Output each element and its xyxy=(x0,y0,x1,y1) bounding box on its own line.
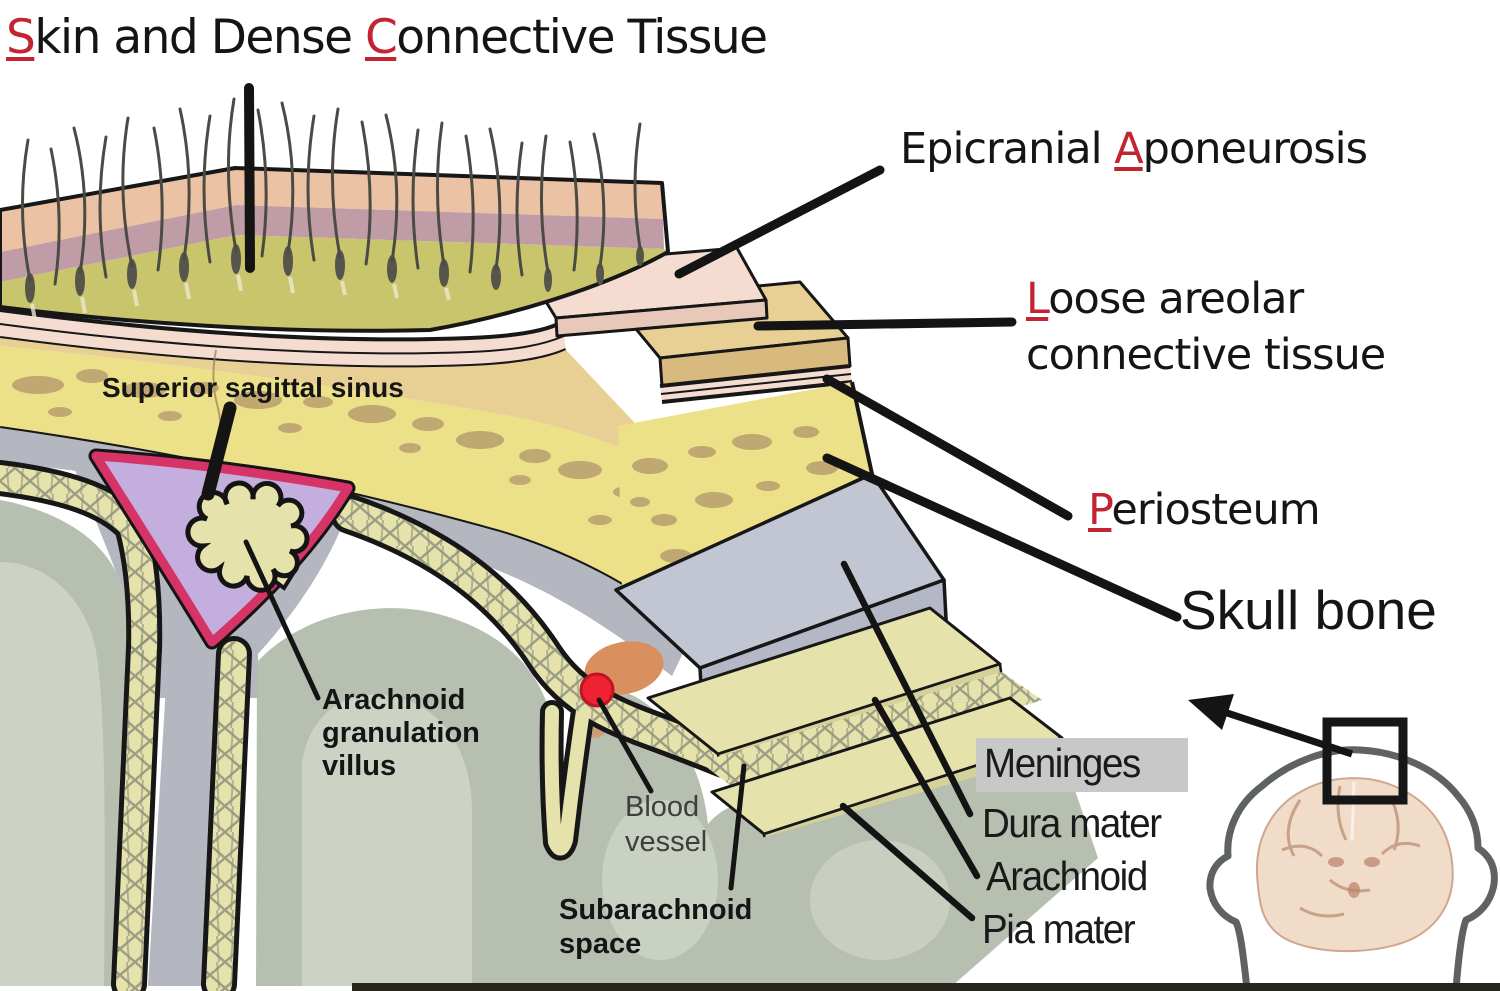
label-pia-mater: Pia mater xyxy=(982,906,1136,952)
staircase-layers xyxy=(0,97,1098,986)
leader-pia xyxy=(839,802,976,922)
leader-dura xyxy=(840,560,974,818)
leader-sinus xyxy=(201,401,237,501)
inset-focus-box xyxy=(1322,717,1408,805)
label-arachnoid: Arachnoid xyxy=(986,853,1148,899)
brain-coronal-section xyxy=(1256,777,1454,953)
follicle-shafts xyxy=(30,274,451,321)
diploe-spots xyxy=(12,369,680,558)
leader-epicranial xyxy=(674,165,885,279)
hair-follicles xyxy=(25,244,644,303)
label-superior-sagittal-sinus: Superior sagittal sinus xyxy=(102,372,404,403)
label-dura-mater: Dura mater xyxy=(982,800,1162,846)
mnemonic-p: P xyxy=(1088,485,1112,535)
gyrus-highlight xyxy=(602,800,718,960)
leader-blood-vessel xyxy=(596,697,654,794)
leader-periosteum xyxy=(822,374,1073,521)
periosteum-band xyxy=(659,364,853,404)
diploe-spots-step xyxy=(630,426,838,563)
leader-loose-areolar xyxy=(753,317,1017,331)
leader-skin xyxy=(244,83,255,273)
brain xyxy=(0,500,860,986)
title-mnemonic-c: C xyxy=(364,10,398,65)
leader-skull-bone xyxy=(822,453,1182,622)
left-hemisphere-light xyxy=(0,562,105,986)
subarachnoid-space-step xyxy=(700,672,1042,796)
bottom-border xyxy=(352,983,1500,991)
areolar-wedge xyxy=(0,338,702,494)
mnemonic-l: L xyxy=(1026,274,1049,324)
label-skull-bone: Skull bone xyxy=(1180,579,1437,641)
label-periosteum: Periosteum xyxy=(1088,485,1321,535)
brain-deep-structures xyxy=(1328,857,1380,898)
page-title: Skin and Dense Connective Tissue xyxy=(6,10,768,65)
mnemonic-a: A xyxy=(1114,124,1143,174)
head-inset xyxy=(1188,694,1498,990)
right-hemisphere-light xyxy=(302,694,472,986)
meninges-highlight xyxy=(976,738,1188,792)
skin-block xyxy=(0,97,670,333)
hair-strands xyxy=(21,97,642,286)
leader-lines xyxy=(201,83,1182,922)
leader-subarachnoid xyxy=(728,763,747,891)
brain-midline xyxy=(1350,781,1356,841)
label-epicranial-aponeurosis: Epicranial Aponeurosis xyxy=(900,124,1368,174)
label-meninges: Meninges xyxy=(976,738,1188,792)
leader-villus xyxy=(243,539,321,701)
brain-sulci xyxy=(1281,785,1421,918)
inset-arrow-icon xyxy=(1188,694,1354,758)
blood-vessel-dot xyxy=(579,672,615,708)
title-mnemonic-s: S xyxy=(6,10,36,65)
leader-arachnoid xyxy=(871,696,981,880)
